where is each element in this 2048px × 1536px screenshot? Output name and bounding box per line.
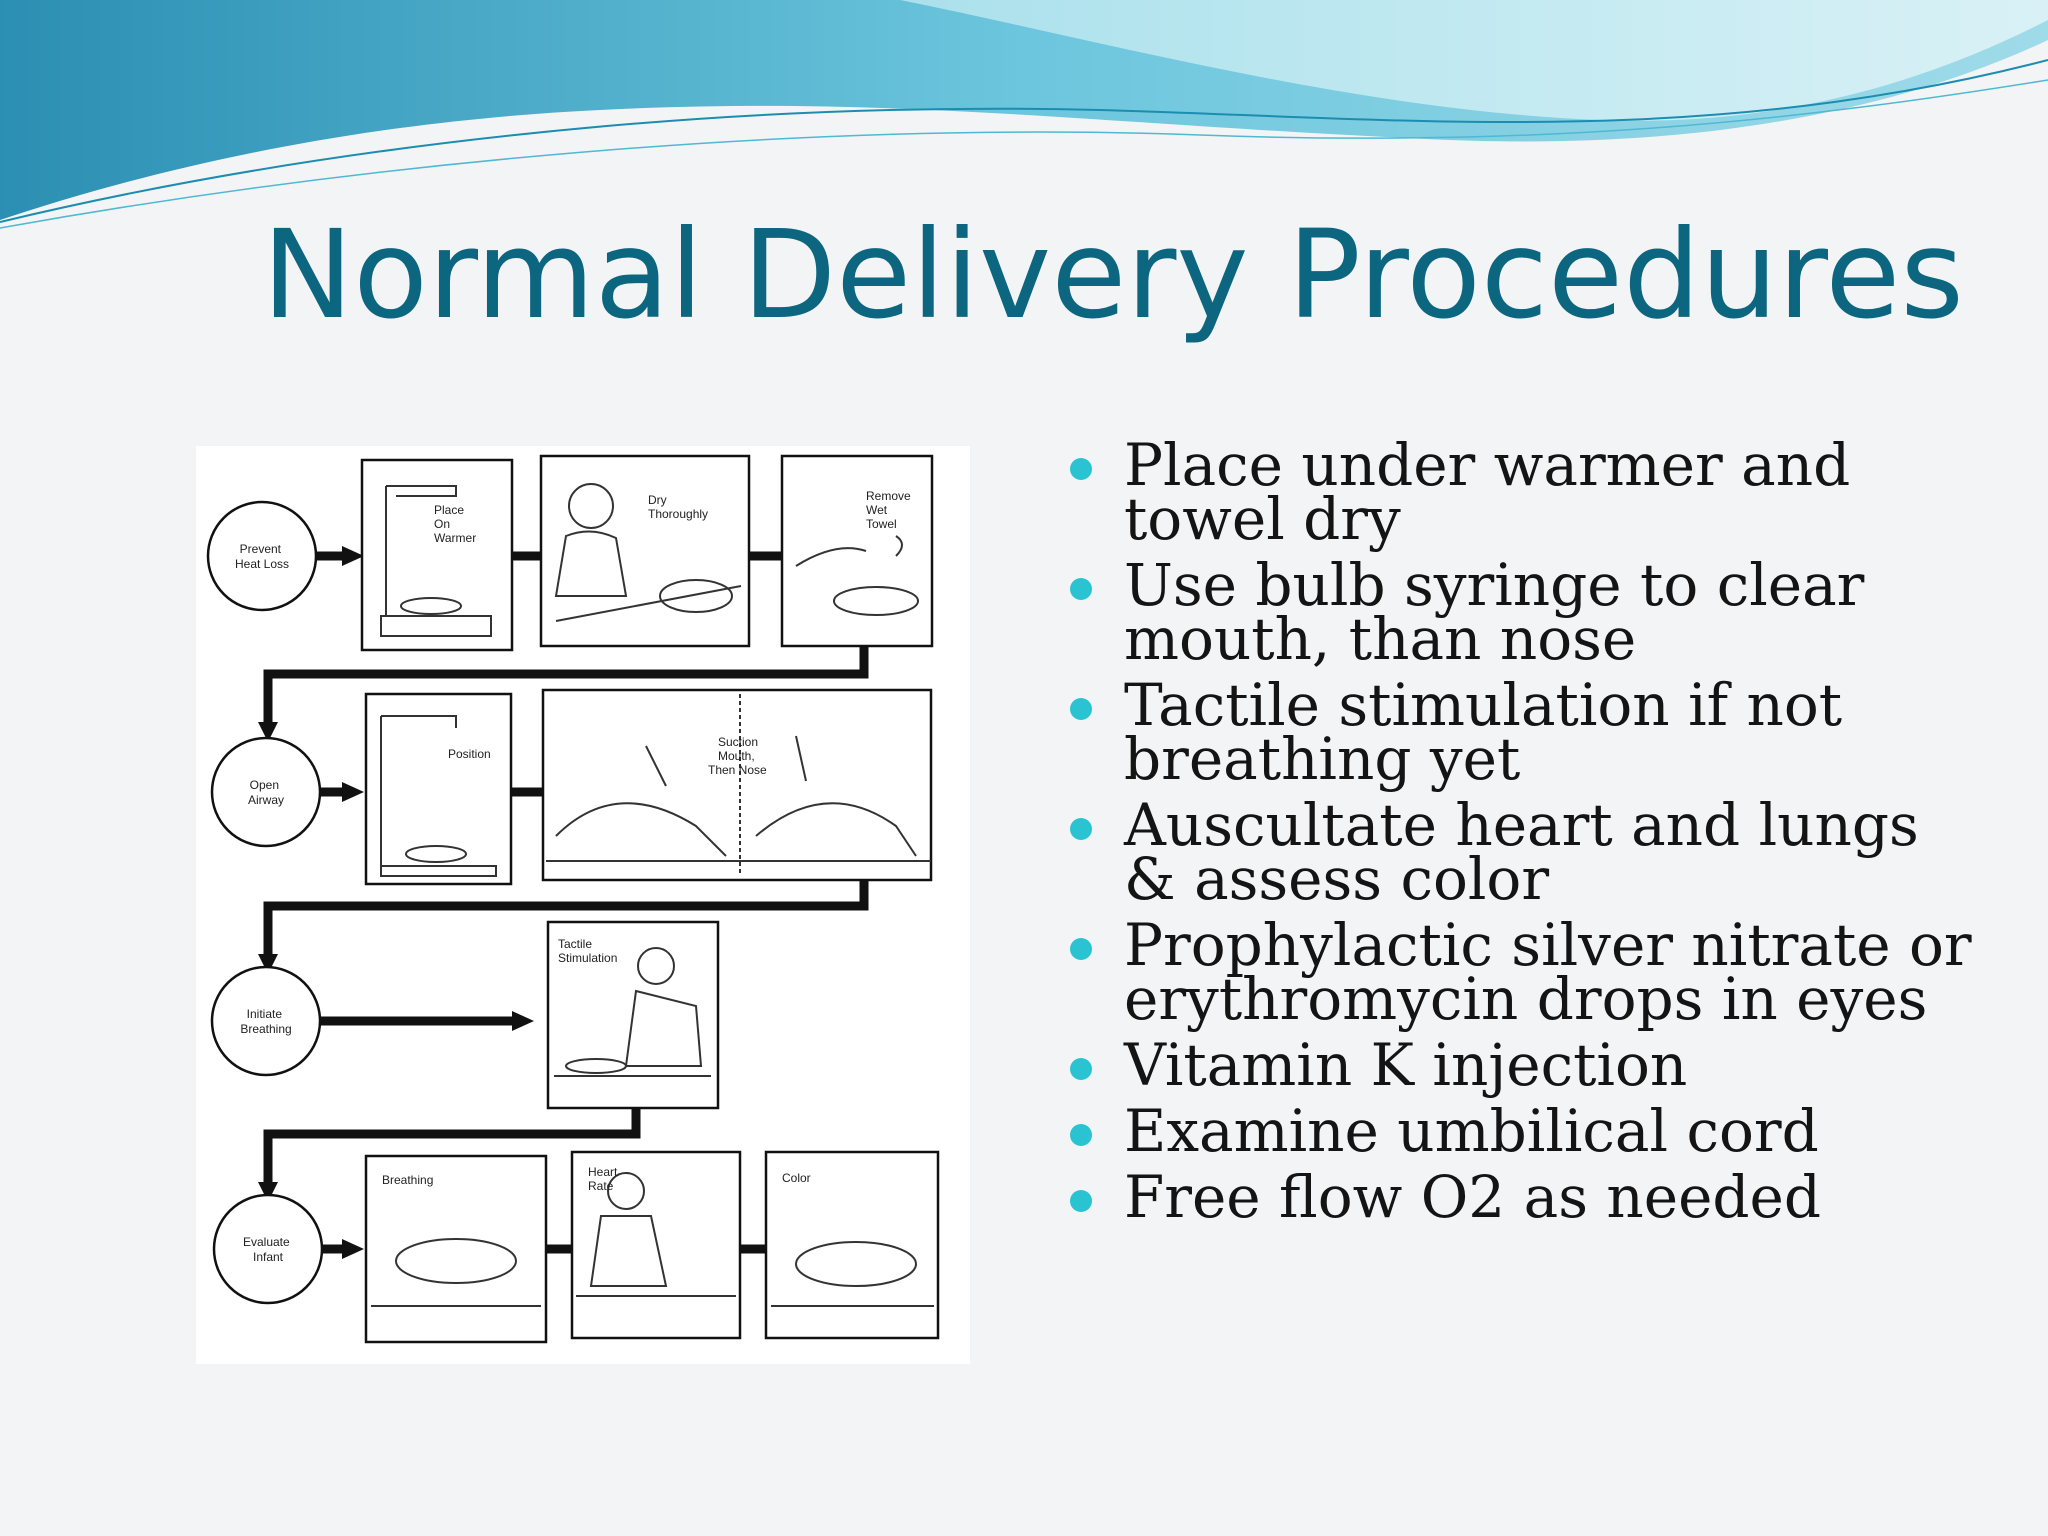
table-sketch — [555, 585, 742, 622]
newborn-care-flowchart: Prevent Heat Loss Open Airway Initiate B… — [196, 446, 970, 1364]
hand-sketch — [795, 547, 867, 567]
bullet-item: Auscultate heart and lungs & assess colo… — [1064, 796, 1984, 908]
bullet-dot-icon — [1070, 458, 1092, 480]
bullet-dot-icon — [1070, 578, 1092, 600]
header-wave-decoration — [0, 0, 2048, 229]
bullet-text: Auscultate heart and lungs & assess colo… — [1124, 791, 1919, 913]
warmer-sketch — [380, 485, 492, 637]
nurse-body-sketch — [554, 530, 628, 597]
panel-label-heart-rate: Heart Rate — [588, 1165, 621, 1193]
infant-sketch — [395, 1238, 517, 1284]
panel-label-color: Color — [782, 1171, 811, 1185]
arrow-sketch — [895, 535, 903, 557]
arrowhead — [258, 722, 278, 742]
arrowhead — [512, 1011, 534, 1031]
slide-title: Normal Delivery Procedures — [262, 204, 1964, 346]
connector-return — [263, 1106, 641, 1184]
panel-label-remove-wet-towel: Remove Wet Towel — [866, 489, 914, 531]
flowchart-svg: Prevent Heat Loss Open Airway Initiate B… — [206, 454, 940, 1344]
step-label-prevent-heat-loss: Prevent Heat Loss — [235, 542, 289, 571]
bulb-syringe-sketch — [645, 745, 667, 787]
infant-sketch — [659, 579, 733, 613]
bullet-dot-icon — [1070, 938, 1092, 960]
arrowhead — [342, 546, 364, 566]
bullet-item: Tactile stimulation if not breathing yet — [1064, 676, 1984, 788]
step-circle — [210, 736, 322, 848]
bullet-dot-icon — [1070, 1124, 1092, 1146]
bullet-text: Use bulb syringe to clear mouth, than no… — [1124, 551, 1865, 673]
bullet-item: Use bulb syringe to clear mouth, than no… — [1064, 556, 1984, 668]
panel-sketches — [371, 483, 934, 1307]
nurse-head-sketch — [568, 483, 614, 529]
arrowhead — [342, 1239, 364, 1259]
bullet-dot-icon — [1070, 698, 1092, 720]
infant-sketch — [400, 597, 462, 615]
nurse-body-sketch — [589, 1215, 668, 1287]
infant-sketch — [565, 1058, 627, 1074]
bullet-dot-icon — [1070, 1190, 1092, 1212]
bullet-item: Vitamin K injection — [1064, 1036, 1984, 1094]
procedure-bullet-list: Place under warmer and towel dry Use bul… — [1064, 436, 1984, 1236]
infant-sketch — [833, 586, 919, 616]
warmer-sketch — [380, 715, 497, 877]
bullet-text: Place under warmer and towel dry — [1124, 431, 1851, 553]
panel-label-tactile-stimulation: Tactile Stimulation — [558, 937, 617, 965]
nurse-head-sketch — [637, 947, 675, 985]
bullet-item: Free flow O2 as needed — [1064, 1168, 1984, 1226]
panel-place-on-warmer — [360, 458, 514, 652]
bullet-item: Examine umbilical cord — [1064, 1102, 1984, 1160]
connector-return — [263, 880, 869, 956]
panel-suction — [541, 688, 933, 882]
step-circle — [206, 500, 318, 612]
bullet-text: Tactile stimulation if not breathing yet — [1124, 671, 1843, 793]
step-circles — [206, 500, 324, 1305]
panel-breathing — [364, 1154, 548, 1344]
panel-label-breathing: Breathing — [382, 1173, 433, 1187]
step-circle — [212, 1193, 324, 1305]
nurse-head-sketch — [607, 1172, 645, 1210]
panel-remove-wet-towel — [780, 454, 934, 648]
bullet-dot-icon — [1070, 1058, 1092, 1080]
arrowheads — [258, 546, 534, 1259]
infant-sketch — [755, 802, 917, 857]
bullet-item: Prophylactic silver nitrate or erythromy… — [1064, 916, 1984, 1028]
bulb-syringe-sketch — [795, 735, 807, 782]
arrowhead — [258, 954, 278, 974]
infant-sketch — [405, 845, 467, 863]
arrowhead — [342, 782, 364, 802]
bullet-dot-icon — [1070, 818, 1092, 840]
panel-label-suction: Suction Mouth, Then Nose — [708, 735, 767, 777]
step-label-evaluate-infant: Evaluate Infant — [243, 1235, 293, 1264]
panel-dry-thoroughly — [539, 454, 751, 648]
arrowhead — [258, 1182, 278, 1202]
step-label-open-airway: Open Airway — [248, 778, 284, 807]
panel-position — [364, 692, 513, 886]
panel-label-place-on-warmer: Place On Warmer — [434, 503, 476, 545]
panel-label-dry-thoroughly: Dry Thoroughly — [648, 493, 708, 521]
nurse-body-sketch — [624, 989, 703, 1067]
bullet-text: Examine umbilical cord — [1124, 1097, 1819, 1165]
bullet-text: Vitamin K injection — [1124, 1031, 1688, 1099]
step-label-initiate-breathing: Initiate Breathing — [240, 1007, 291, 1036]
bullet-item: Place under warmer and towel dry — [1064, 436, 1984, 548]
bullet-text: Prophylactic silver nitrate or erythromy… — [1124, 911, 1972, 1033]
panel-heart-rate — [570, 1150, 742, 1340]
step-circle — [210, 965, 322, 1077]
connector-return — [263, 646, 869, 724]
infant-sketch — [795, 1241, 917, 1287]
flow-connectors — [263, 551, 869, 1254]
panel-label-position: Position — [448, 747, 491, 761]
infant-sketch — [555, 802, 727, 857]
bullet-text: Free flow O2 as needed — [1124, 1163, 1821, 1231]
